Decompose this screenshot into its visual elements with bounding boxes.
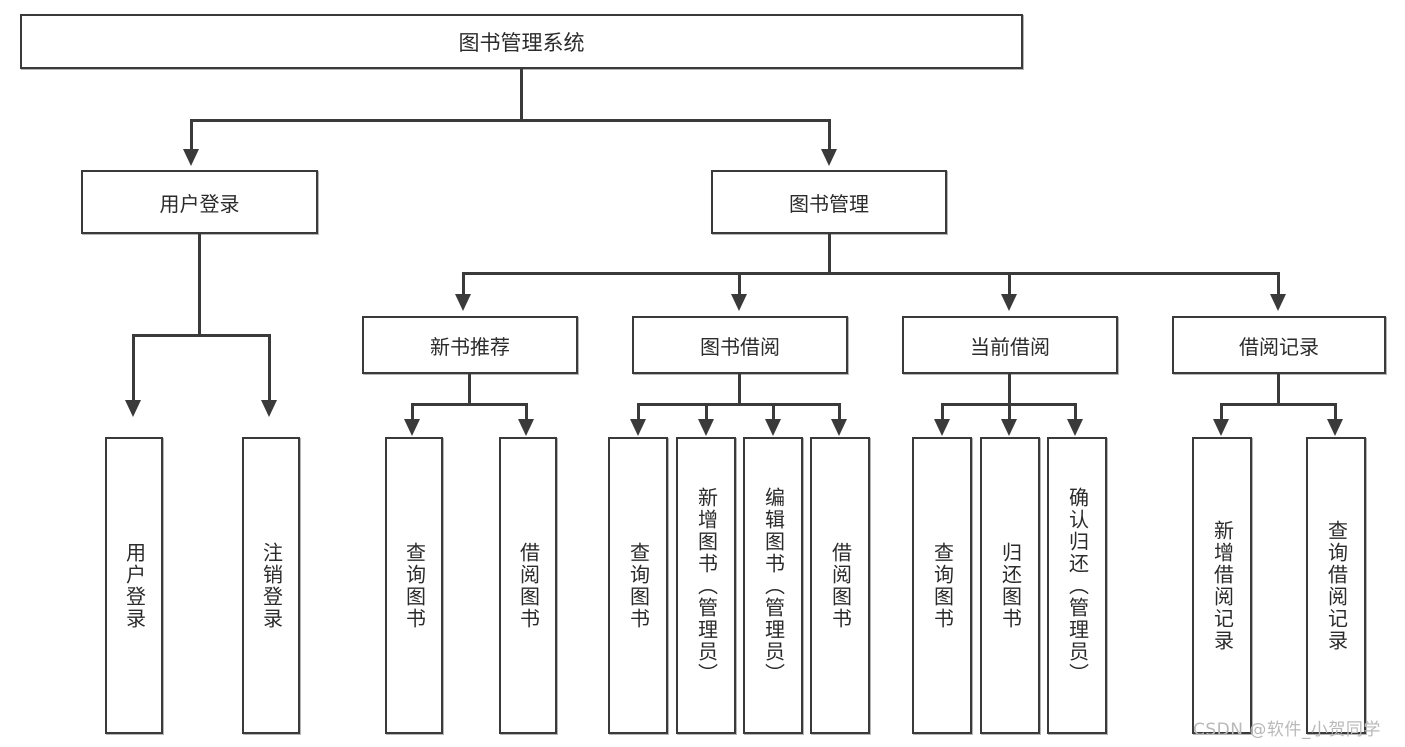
leaf-book-borrow-borrow-book[interactable]: 借阅图书 bbox=[810, 437, 870, 734]
connector-drop-nbr-leaf-2 bbox=[525, 403, 528, 421]
connector-user-login-stem bbox=[198, 234, 201, 337]
arrowhead-cb-leaf-2 bbox=[1001, 419, 1017, 436]
leaf-new-book-query-book[interactable]: 查询图书 bbox=[385, 437, 443, 734]
node-label: 借阅记录 bbox=[1239, 334, 1319, 359]
leaf-current-borrow-return-book[interactable]: 归还图书 bbox=[980, 437, 1040, 734]
node-label: 用户登录 bbox=[159, 191, 240, 216]
arrowhead-cb-leaf-1 bbox=[934, 419, 950, 436]
node-label: 当前借阅 bbox=[970, 334, 1050, 359]
connector-drop-current-borrow bbox=[1008, 272, 1011, 296]
node-borrow-record[interactable]: 借阅记录 bbox=[1172, 316, 1386, 374]
connector-new-book-recommend-bus bbox=[411, 403, 528, 406]
connector-level3-bus bbox=[462, 272, 1280, 275]
node-root-book-management-system[interactable]: 图书管理系统 bbox=[20, 14, 1023, 69]
connector-borrow-record-bus bbox=[1220, 403, 1337, 406]
node-label: 编辑图书（管理员） bbox=[761, 486, 786, 685]
arrowhead-book-management bbox=[821, 149, 837, 166]
leaf-book-borrow-query-book[interactable]: 查询图书 bbox=[608, 437, 668, 734]
leaf-borrow-record-add-record[interactable]: 新增借阅记录 bbox=[1192, 437, 1252, 734]
connector-drop-bb-leaf-4 bbox=[838, 403, 841, 421]
connector-user-login-bus bbox=[132, 334, 270, 337]
node-book-management[interactable]: 图书管理 bbox=[711, 170, 947, 234]
node-label: 借阅图书 bbox=[828, 541, 853, 630]
connector-drop-cb-leaf-2 bbox=[1008, 403, 1011, 421]
node-label: 用户登录 bbox=[122, 541, 147, 630]
leaf-borrow-record-query-record[interactable]: 查询借阅记录 bbox=[1306, 437, 1366, 734]
connector-drop-book-management bbox=[828, 119, 831, 151]
connector-drop-user-login bbox=[190, 119, 193, 151]
node-new-book-recommend[interactable]: 新书推荐 bbox=[362, 316, 578, 374]
arrowhead-br-leaf-2 bbox=[1327, 419, 1343, 436]
leaf-current-borrow-query-book[interactable]: 查询图书 bbox=[912, 437, 972, 734]
node-label: 归还图书 bbox=[998, 541, 1023, 630]
node-label: 查询图书 bbox=[402, 541, 427, 630]
connector-drop-br-leaf-2 bbox=[1334, 403, 1337, 421]
connector-book-borrow-stem bbox=[738, 374, 741, 406]
connector-current-borrow-stem bbox=[1008, 374, 1011, 406]
connector-book-management-stem bbox=[828, 234, 831, 274]
connector-borrow-record-stem bbox=[1277, 374, 1280, 406]
connector-level2-bus bbox=[190, 119, 831, 122]
arrowhead-br-leaf-1 bbox=[1213, 419, 1229, 436]
connector-drop-user-login-leaf-2 bbox=[268, 334, 271, 402]
connector-drop-br-leaf-1 bbox=[1220, 403, 1223, 421]
leaf-user-login-login[interactable]: 用户登录 bbox=[105, 437, 163, 734]
connector-drop-borrow-record bbox=[1277, 272, 1280, 296]
node-label: 图书管理系统 bbox=[458, 30, 585, 55]
arrowhead-new-book-recommend bbox=[455, 294, 471, 311]
arrowhead-nbr-leaf-1 bbox=[404, 419, 420, 436]
arrowhead-bb-leaf-3 bbox=[765, 419, 781, 436]
leaf-book-borrow-edit-book-admin[interactable]: 编辑图书（管理员） bbox=[743, 437, 803, 734]
node-label: 注销登录 bbox=[259, 541, 284, 630]
connector-drop-new-book-recommend bbox=[462, 272, 465, 296]
node-label: 新增图书（管理员） bbox=[694, 486, 719, 685]
node-book-borrow[interactable]: 图书借阅 bbox=[632, 316, 848, 374]
node-label: 图书管理 bbox=[789, 191, 869, 216]
connector-drop-cb-leaf-1 bbox=[941, 403, 944, 421]
connector-drop-bb-leaf-1 bbox=[637, 403, 640, 421]
connector-new-book-recommend-stem bbox=[468, 374, 471, 406]
leaf-current-borrow-confirm-return-admin[interactable]: 确认归还（管理员） bbox=[1047, 437, 1107, 734]
arrowhead-bb-leaf-4 bbox=[831, 419, 847, 436]
arrowhead-borrow-record bbox=[1270, 294, 1286, 311]
node-label: 借阅图书 bbox=[516, 541, 541, 630]
node-label: 查询图书 bbox=[930, 541, 955, 630]
arrowhead-user-login-leaf-1 bbox=[125, 400, 141, 417]
arrowhead-user-login-leaf-2 bbox=[261, 400, 277, 417]
connector-drop-bb-leaf-3 bbox=[772, 403, 775, 421]
arrowhead-bb-leaf-2 bbox=[698, 419, 714, 436]
leaf-user-login-logout[interactable]: 注销登录 bbox=[242, 437, 300, 734]
leaf-new-book-borrow-book[interactable]: 借阅图书 bbox=[499, 437, 557, 734]
arrowhead-user-login bbox=[183, 149, 199, 166]
arrowhead-bb-leaf-1 bbox=[630, 419, 646, 436]
node-label: 查询图书 bbox=[626, 541, 651, 630]
node-label: 查询借阅记录 bbox=[1324, 519, 1349, 652]
connector-root-stem bbox=[520, 69, 523, 121]
arrowhead-book-borrow bbox=[731, 294, 747, 311]
arrowhead-nbr-leaf-2 bbox=[518, 419, 534, 436]
node-user-login[interactable]: 用户登录 bbox=[81, 170, 318, 234]
node-label: 新书推荐 bbox=[430, 334, 510, 359]
connector-drop-user-login-leaf-1 bbox=[132, 334, 135, 402]
connector-drop-book-borrow bbox=[738, 272, 741, 296]
connector-drop-cb-leaf-3 bbox=[1074, 403, 1077, 421]
node-label: 确认归还（管理员） bbox=[1065, 486, 1090, 685]
connector-drop-bb-leaf-2 bbox=[705, 403, 708, 421]
leaf-book-borrow-add-book-admin[interactable]: 新增图书（管理员） bbox=[676, 437, 736, 734]
node-current-borrow[interactable]: 当前借阅 bbox=[902, 316, 1118, 374]
node-label: 图书借阅 bbox=[700, 334, 780, 359]
connector-book-borrow-bus bbox=[637, 403, 841, 406]
arrowhead-cb-leaf-3 bbox=[1067, 419, 1083, 436]
watermark-text: CSDN @软件_小贺同学 bbox=[1193, 720, 1381, 740]
node-label: 新增借阅记录 bbox=[1210, 519, 1235, 652]
connector-drop-nbr-leaf-1 bbox=[411, 403, 414, 421]
arrowhead-current-borrow bbox=[1001, 294, 1017, 311]
